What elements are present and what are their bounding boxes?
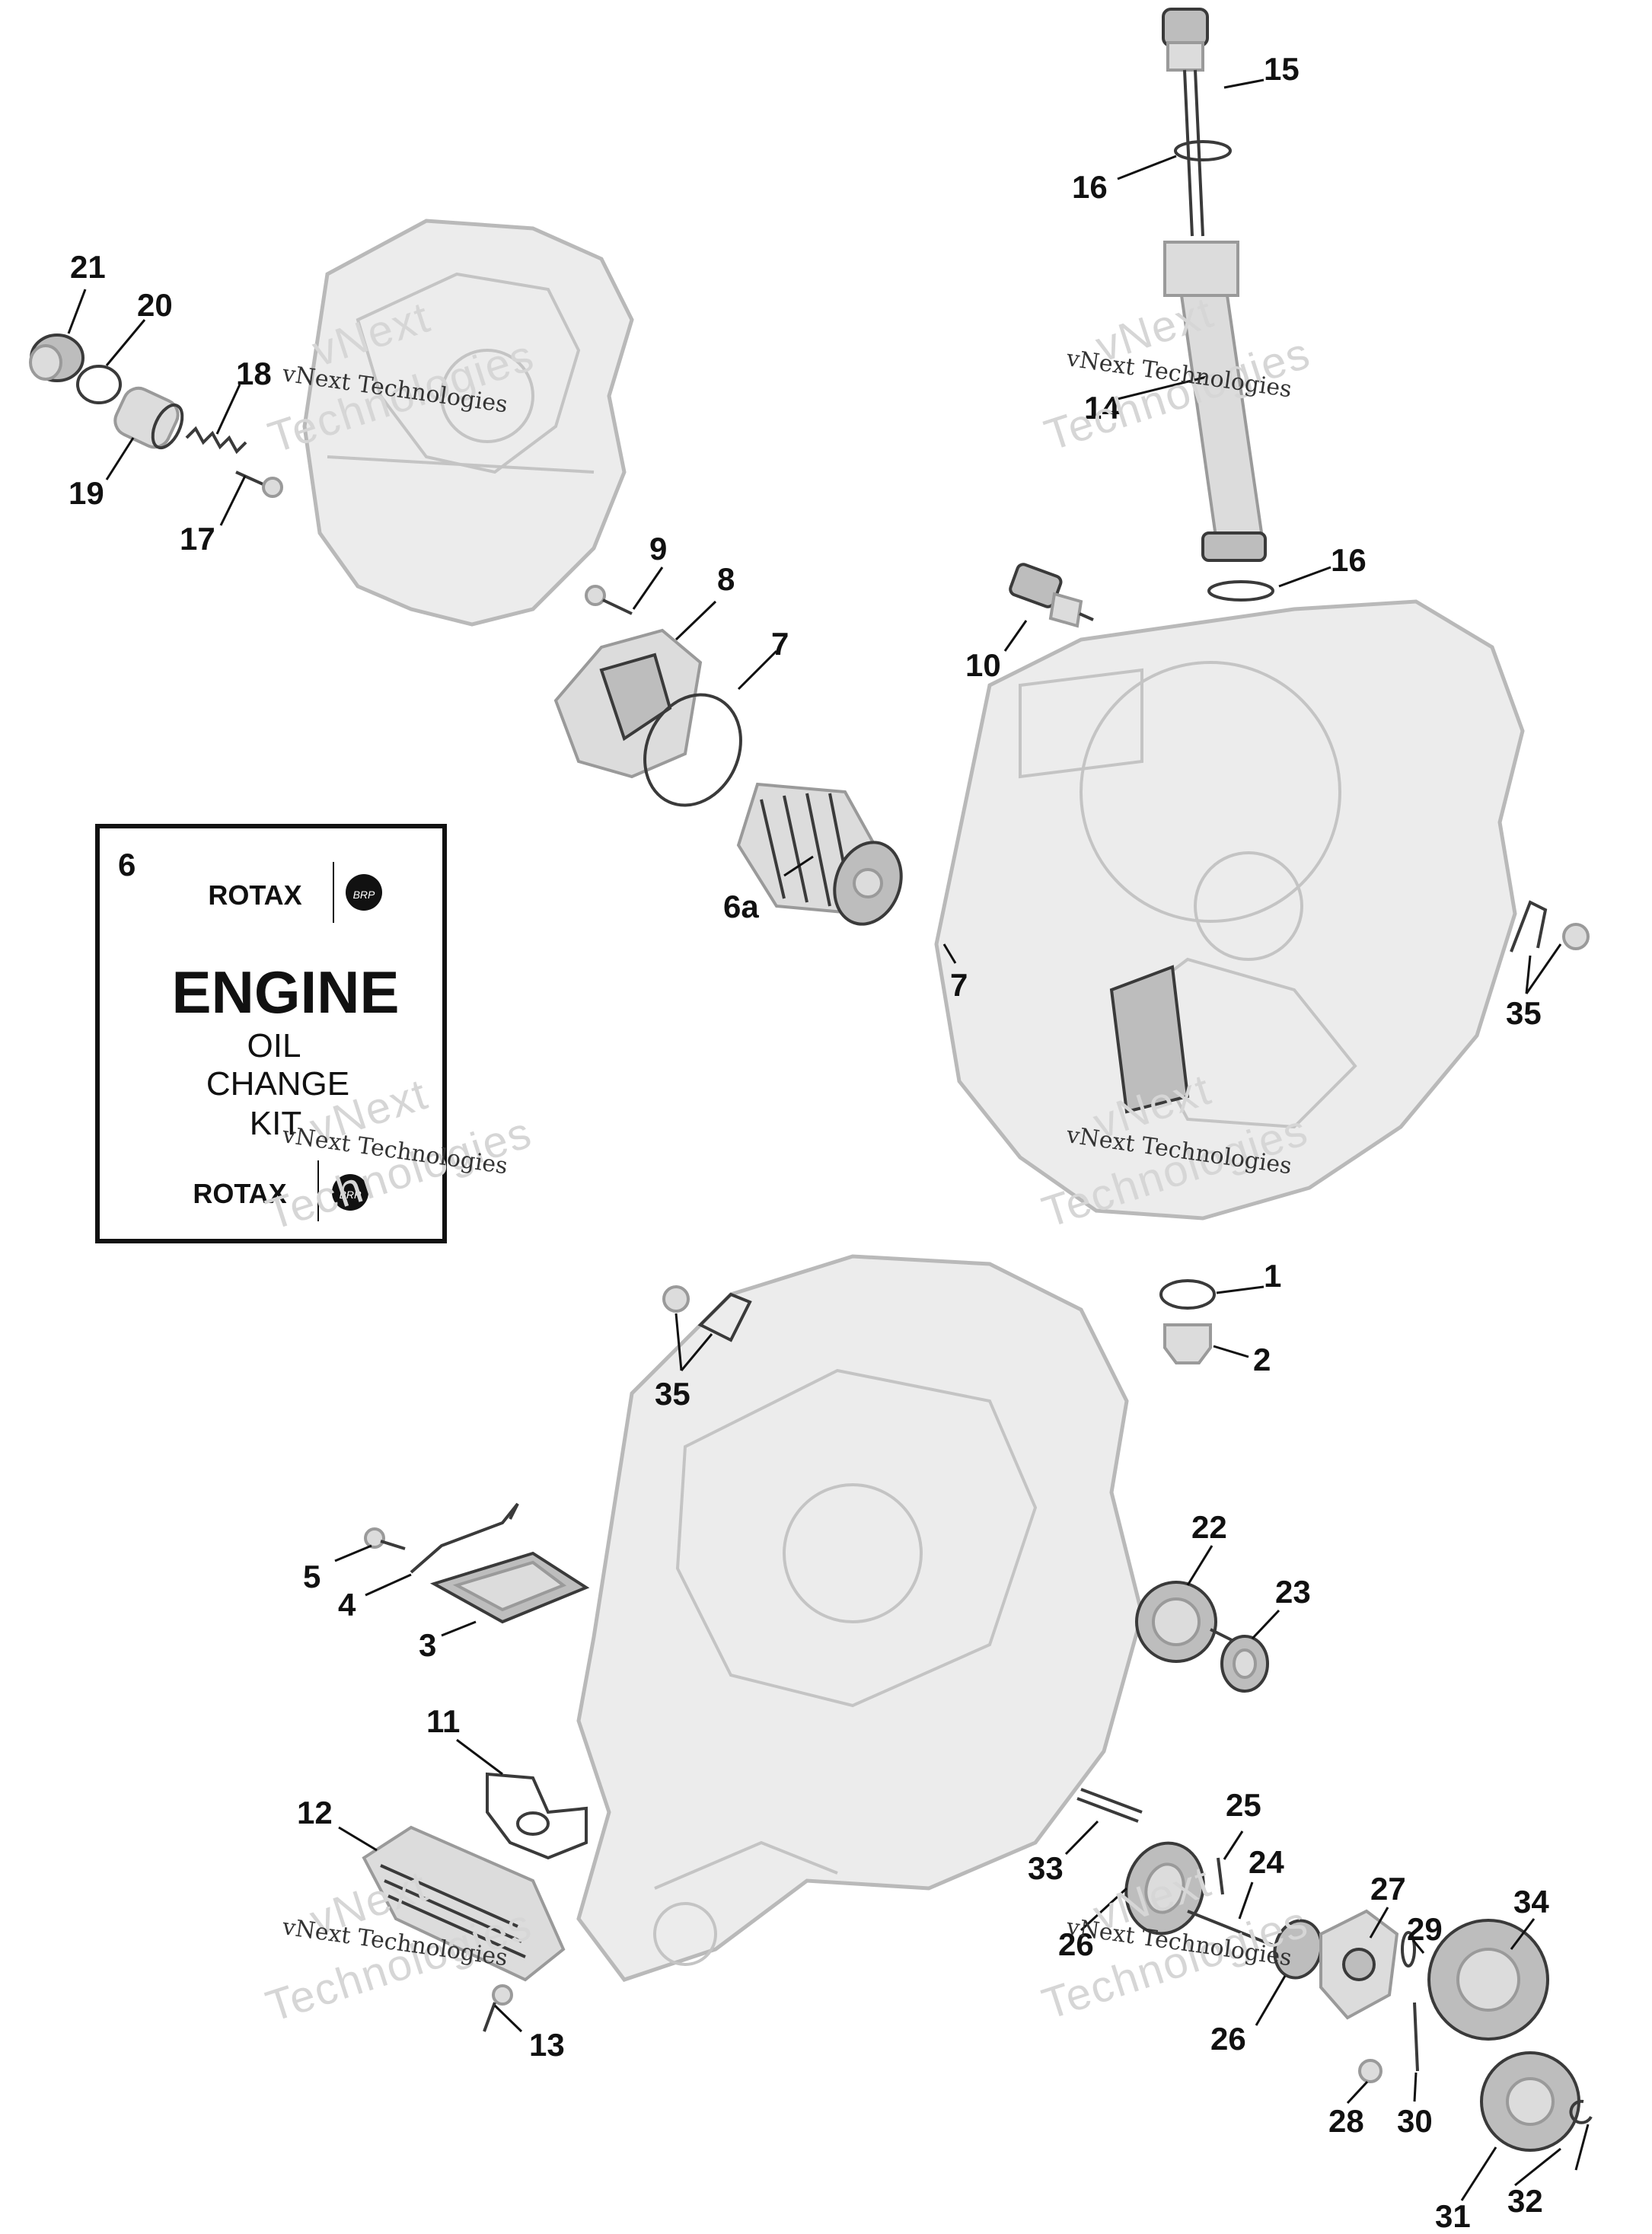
- part-13-bolt: [483, 1984, 513, 2032]
- oil-change-kit-box: 6 ROTAX BRP ENGINE OIL CHANGE KIT ROTAX …: [95, 824, 447, 1243]
- kit-line-kit: KIT: [250, 1105, 301, 1142]
- callout-18: 18: [236, 356, 272, 391]
- kit-brand-bottom: ROTAX: [193, 1178, 286, 1209]
- part-35-bracket-right: [1510, 900, 1590, 953]
- kit-item-number: 6: [118, 847, 136, 882]
- callout-12: 12: [297, 1795, 333, 1830]
- callout-23: 23: [1275, 1574, 1311, 1610]
- callout-33: 33: [1028, 1850, 1064, 1886]
- callout-25: 25: [1226, 1787, 1261, 1823]
- callout-16-top: 16: [1072, 169, 1108, 205]
- callout-3: 3: [419, 1627, 436, 1663]
- part-18-spring: [185, 426, 247, 455]
- callout-20: 20: [137, 287, 173, 323]
- brp-badge-bottom-icon: [332, 1174, 368, 1211]
- callout-14: 14: [1084, 390, 1120, 426]
- callout-2: 2: [1253, 1342, 1271, 1377]
- kit-badge-top: BRP: [353, 889, 375, 901]
- callout-21: 21: [70, 249, 106, 285]
- part-11-cooler-gasket: [486, 1772, 588, 1860]
- part-32-circlip: [1569, 2099, 1593, 2124]
- callout-26-right: 26: [1210, 2021, 1246, 2057]
- part-7-filter-o-ring: [643, 693, 742, 807]
- crankcase-cover-ghost: [302, 219, 634, 627]
- kit-brand-top: ROTAX: [208, 879, 301, 911]
- part-34-pump-gear: [1427, 1919, 1549, 2041]
- lower-crankcase-ghost: [576, 1254, 1144, 1982]
- part-22-drive-gear: [1135, 1581, 1242, 1663]
- part-23-oil-seal: [1220, 1635, 1269, 1693]
- callout-1: 1: [1264, 1258, 1281, 1294]
- callout-7-bottom: 7: [950, 967, 968, 1003]
- callout-26-left: 26: [1058, 1926, 1094, 1962]
- callout-15: 15: [1264, 51, 1300, 87]
- callout-24: 24: [1249, 1844, 1284, 1880]
- part-21-plug-cap: [29, 334, 85, 382]
- callout-28: 28: [1328, 2103, 1364, 2139]
- part-4-retainer-plate: [410, 1502, 519, 1574]
- part-1-drain-o-ring: [1159, 1279, 1216, 1310]
- part-3-oil-screen: [429, 1551, 590, 1624]
- part-26-pump-housing: [1124, 1841, 1205, 1936]
- part-20-o-ring: [76, 365, 122, 404]
- callout-4: 4: [338, 1587, 356, 1623]
- callout-35-right: 35: [1506, 995, 1542, 1031]
- part-17-bolt: [235, 471, 283, 498]
- callout-8: 8: [717, 561, 735, 597]
- callout-labels: 15 16 14 16 21 20 18 19 17 9 8 7 10 6a 7…: [69, 51, 1549, 2234]
- leader-lines: [67, 78, 1590, 2201]
- callout-13: 13: [529, 2027, 565, 2063]
- part-30-pin: [1413, 2002, 1419, 2072]
- callout-34: 34: [1513, 1884, 1549, 1920]
- callout-22: 22: [1191, 1509, 1227, 1545]
- part-29-retaining-ring: [1401, 1931, 1416, 1968]
- part-19-sleeve: [113, 386, 184, 450]
- callout-35-left: 35: [655, 1376, 690, 1412]
- callout-10: 10: [965, 647, 1001, 683]
- part-16-o-ring-top: [1174, 140, 1232, 161]
- part-27-pump-cover: [1319, 1909, 1399, 2020]
- part-16-o-ring-bottom: [1207, 580, 1274, 602]
- kit-line-oil: OIL: [247, 1027, 301, 1064]
- part-10-oil-sensor: [1009, 563, 1094, 628]
- callout-9: 9: [649, 531, 667, 566]
- part-5-bolt: [364, 1527, 406, 1550]
- callout-27: 27: [1370, 1871, 1406, 1907]
- kit-line-change: CHANGE: [206, 1065, 349, 1103]
- part-31-idler-gear: [1480, 2051, 1580, 2152]
- part-6a-oil-filter: [736, 782, 903, 926]
- part-12-oil-cooler: [362, 1825, 566, 1982]
- part-33-pin: [1076, 1788, 1143, 1823]
- part-35-bracket-left: [662, 1285, 752, 1342]
- callout-17: 17: [180, 521, 215, 557]
- upper-crankcase-ghost: [934, 599, 1525, 1221]
- callout-30: 30: [1397, 2103, 1433, 2139]
- part-25-dowel: [1217, 1857, 1224, 1895]
- part-24-pump-shaft: [1187, 1910, 1287, 1952]
- callout-19: 19: [69, 475, 104, 511]
- part-9-bolt: [585, 585, 633, 615]
- part-14-dipstick-tube: [1163, 241, 1267, 562]
- callout-6a: 6a: [723, 889, 759, 924]
- callout-29: 29: [1407, 1911, 1443, 1947]
- callout-16-bottom: 16: [1331, 542, 1367, 578]
- callout-5: 5: [303, 1559, 321, 1594]
- kit-title: ENGINE: [171, 959, 399, 1026]
- callout-32: 32: [1507, 2183, 1543, 2219]
- part-15-dipstick: [1162, 8, 1209, 237]
- kit-badge-bottom: BRP: [340, 1189, 362, 1201]
- callout-7-top: 7: [771, 626, 789, 662]
- callout-11: 11: [426, 1703, 460, 1739]
- part-28-bolt: [1358, 2059, 1383, 2083]
- brp-badge-top-icon: [346, 874, 382, 911]
- part-8-filter-cover: [553, 628, 703, 779]
- part-2-drain-plug: [1163, 1323, 1212, 1364]
- callout-31: 31: [1435, 2198, 1471, 2234]
